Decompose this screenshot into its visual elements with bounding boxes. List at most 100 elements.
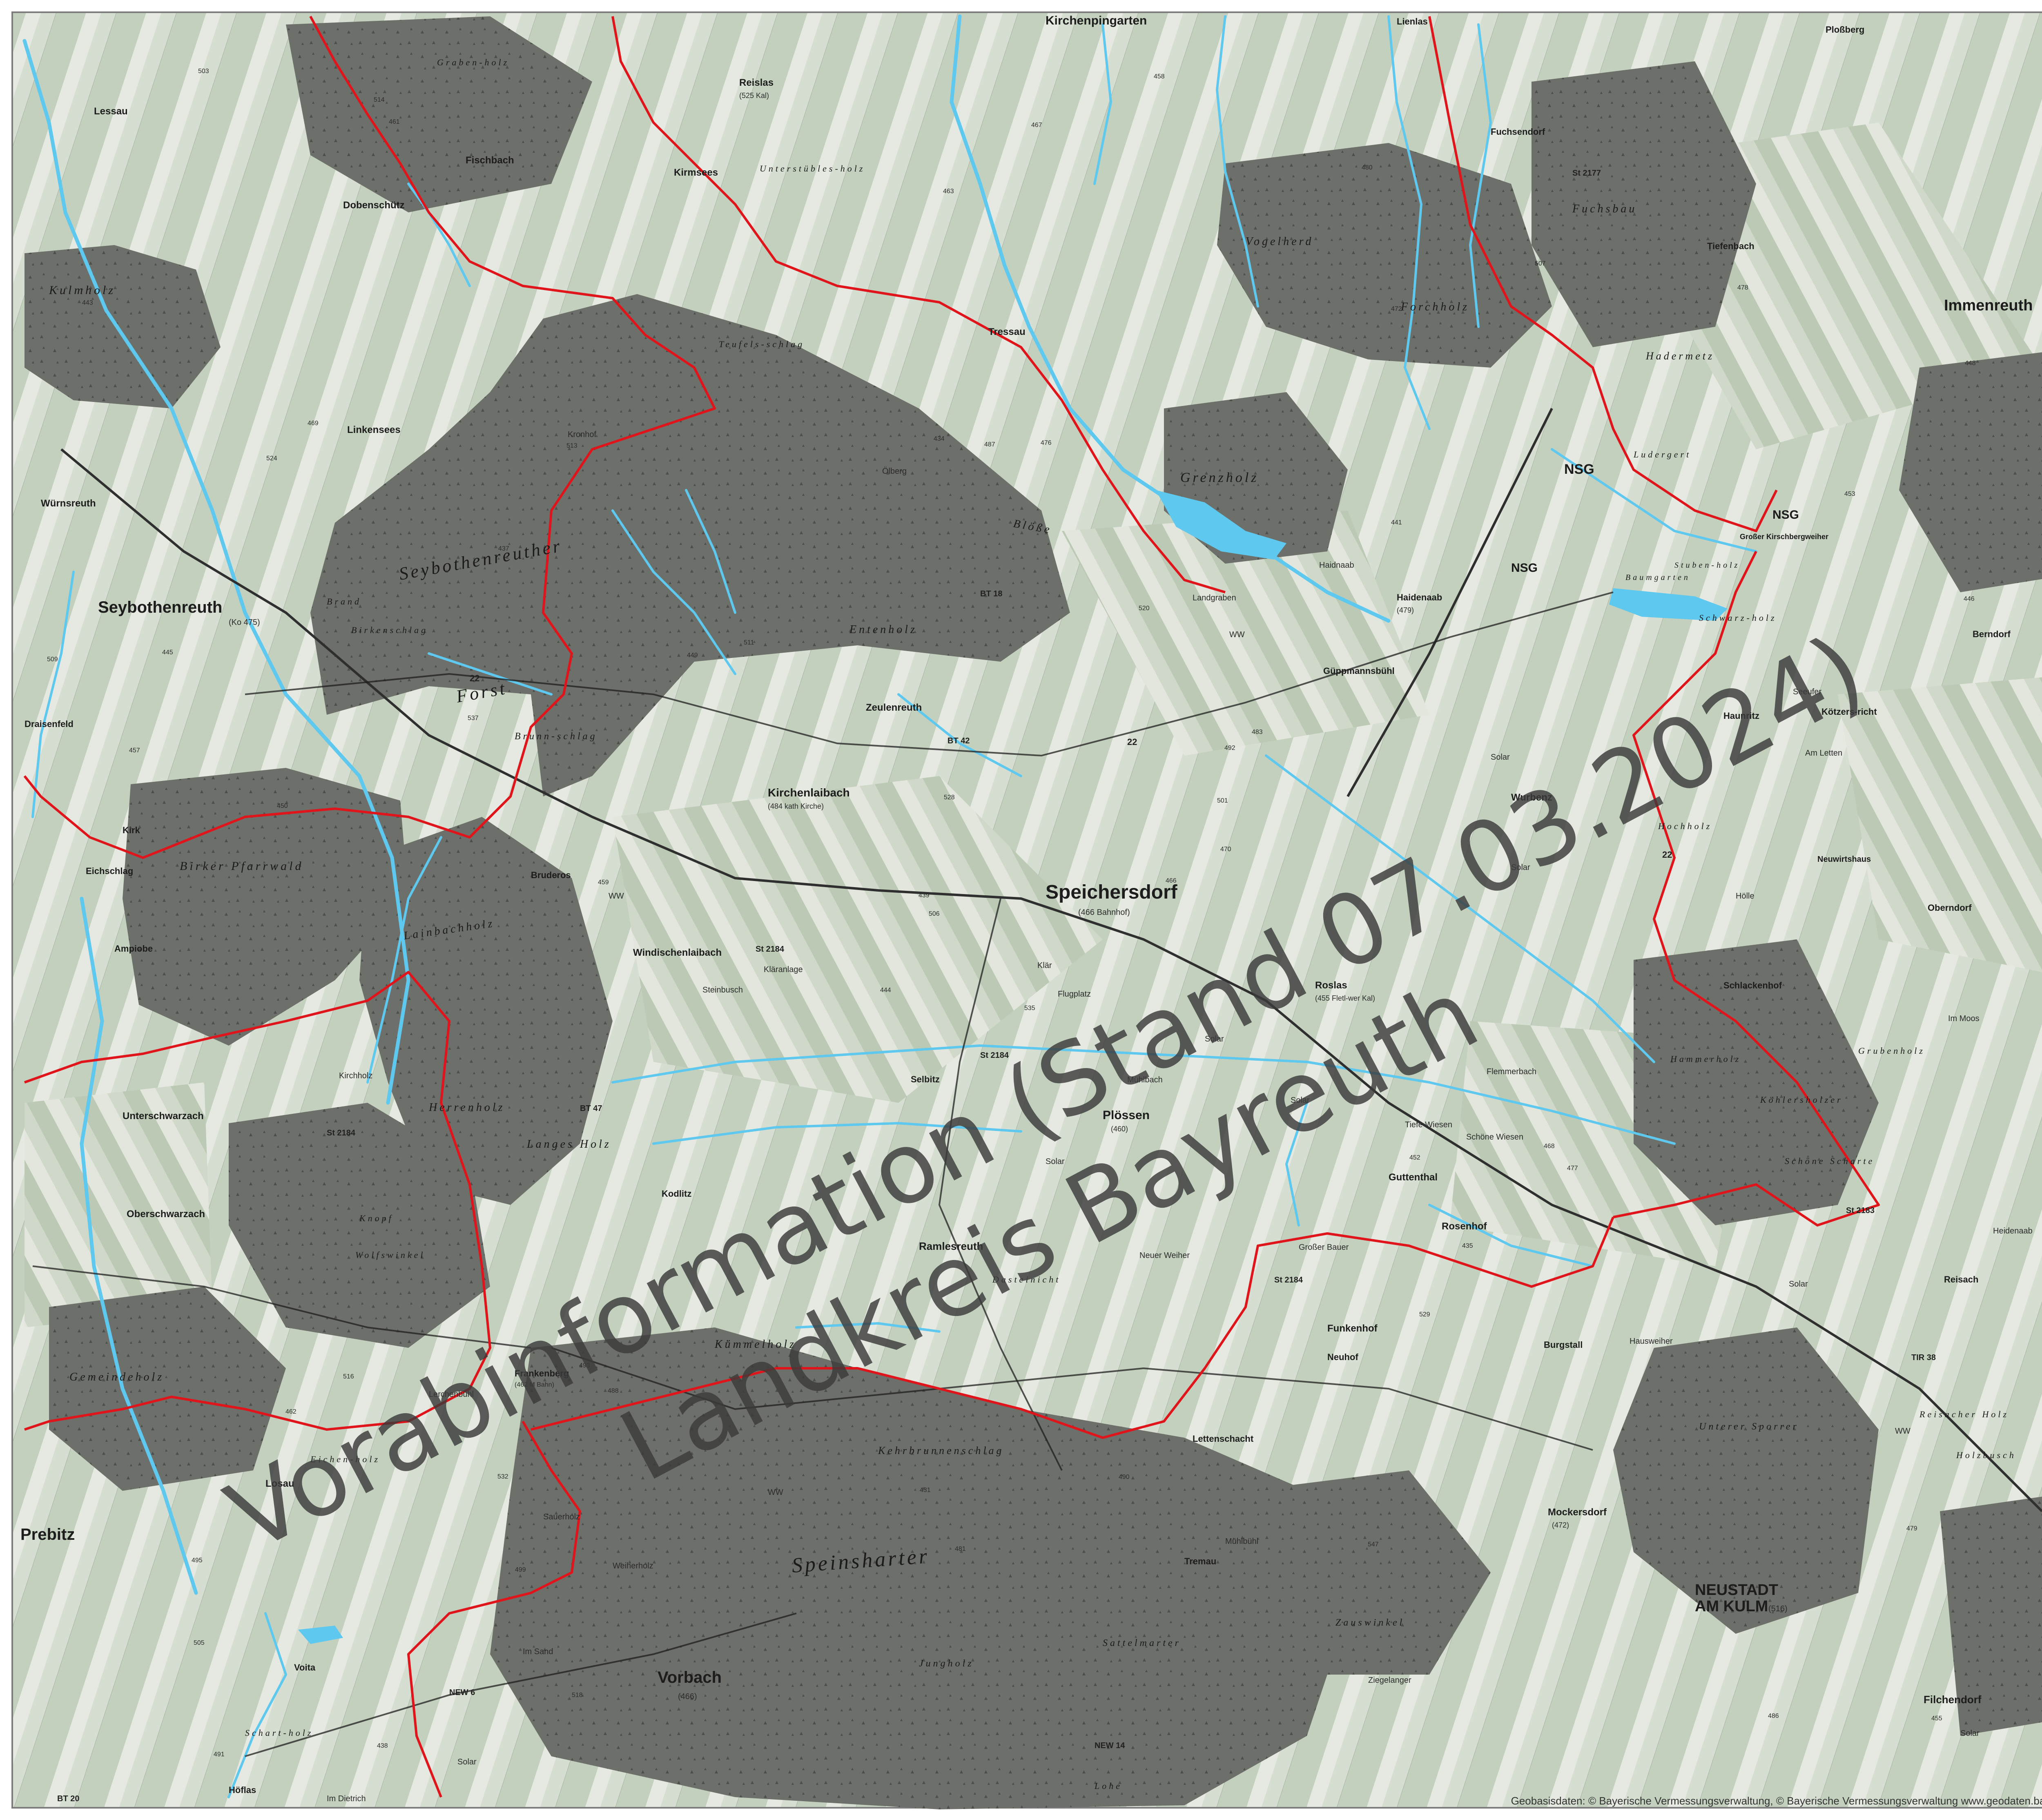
place-label-eichschlag: Eichschlag xyxy=(86,866,133,876)
field-label-25: Haidnaab xyxy=(1319,561,1354,570)
spot-height: 506 xyxy=(929,910,940,917)
stream xyxy=(227,1612,287,1798)
lake-kirschbergweiher xyxy=(1609,588,1728,621)
place-label-zeulenreuth: Zeulenreuth xyxy=(866,702,922,713)
place-label-guppmannsbuhl: Güppmannsbühl xyxy=(1323,666,1395,676)
road-label-st2177: St 2177 xyxy=(1572,169,1601,178)
forest-label-grenzholz: Grenzholz xyxy=(1180,470,1259,485)
forest-label-fuchsbau: Fuchsbau xyxy=(1572,203,1637,215)
forest-east-mid xyxy=(1899,352,2042,592)
place-label-prebitz: Prebitz xyxy=(20,1526,75,1543)
nsg-label-kirschbergweiher: Großer Kirschbergweiher xyxy=(1740,533,1828,541)
place-label-kirmsees: Kirmsees xyxy=(674,167,718,178)
road-label-st2184-a: St 2184 xyxy=(756,945,785,954)
place-elev-reislas: (525 Kal) xyxy=(739,91,769,100)
boundary-segment xyxy=(611,16,1226,593)
place-label-immenreuth: Immenreuth xyxy=(1944,297,2033,314)
field-label-12: WW xyxy=(768,1488,783,1497)
forest-label-unterer-sporrer: Unterer Sporrer xyxy=(1699,1421,1799,1432)
place-label-lessau: Lessau xyxy=(94,106,128,117)
place-label-hollas: Höflas xyxy=(229,1785,256,1795)
spot-height: 445 xyxy=(162,649,173,656)
stream xyxy=(652,1122,1022,1145)
place-label-speichersdorf: Speichersdorf xyxy=(1046,881,1178,903)
forest-unterer-sporrer xyxy=(1613,1327,1879,1634)
spot-height: 444 xyxy=(880,987,891,994)
spot-height: 477 xyxy=(1567,1165,1578,1172)
spot-height: 492 xyxy=(1224,745,1235,752)
forest-label-schone-scharte: Schöne Scharte xyxy=(1785,1156,1875,1166)
place-label-reisach: Reisach xyxy=(1944,1274,1978,1285)
field-label-11: WW xyxy=(1895,1427,1910,1436)
spot-height: 458 xyxy=(1154,73,1165,80)
forest-south-east xyxy=(1940,1497,2042,1736)
place-label-roslas: Roslas xyxy=(1315,980,1347,991)
field-label-29: Sauerholz xyxy=(543,1512,580,1521)
field-label-31: Hausweiher xyxy=(1630,1337,1673,1346)
stream xyxy=(611,1044,1676,1145)
place-label-neustadt-1: NEUSTADT xyxy=(1695,1581,1778,1599)
forest-label-sattelmarter: Sattelmarter xyxy=(1103,1638,1181,1648)
stream xyxy=(897,693,1022,777)
place-label-linkensees: Linkensees xyxy=(347,424,401,435)
stream xyxy=(1428,1204,1594,1267)
spot-height: 509 xyxy=(47,656,58,663)
forest-label-hadermetz: Hadermetz xyxy=(1645,350,1714,362)
district-boundary xyxy=(23,16,1880,1798)
forest-forchholz xyxy=(1217,143,1552,368)
spot-height: 452 xyxy=(1409,1154,1420,1161)
field-label-39: Kronhof xyxy=(568,430,596,439)
field-label-17: Hölle xyxy=(1736,892,1754,901)
place-label-guttenthal: Guttenthal xyxy=(1389,1172,1438,1183)
stream xyxy=(1216,15,1259,308)
place-label-selbitz: Selbitz xyxy=(911,1074,940,1084)
place-label-kirchenlaibach: Kirchenlaibach xyxy=(768,786,850,799)
place-label-kirchenpingarten: Kirchenpingarten xyxy=(1046,14,1147,27)
spot-height: 537 xyxy=(468,715,479,722)
stream xyxy=(611,509,736,675)
forest-label-eichenholz: Eichen-holz xyxy=(310,1454,380,1464)
spot-height: 459 xyxy=(598,879,609,886)
forest-label-zauswinkel: Zauswinkel xyxy=(1335,1617,1404,1628)
forest-label-ludergert: Ludergert xyxy=(1633,449,1691,459)
spot-height: 516 xyxy=(343,1373,354,1380)
field-label-19: Am Letten xyxy=(1805,749,1842,758)
forest-label-kohlerholzer: Köhlersholzer xyxy=(1760,1095,1843,1105)
stream xyxy=(1551,448,1757,553)
spot-height: 507 xyxy=(1535,260,1546,267)
forest-label-kulmholz: Kulmholz xyxy=(49,283,116,297)
road-label-tir38: TIR 38 xyxy=(1911,1353,1936,1362)
spot-height: 453 xyxy=(1844,491,1855,497)
spot-height: 457 xyxy=(129,747,140,754)
spot-height: 476 xyxy=(1041,439,1052,446)
place-label-vorbach: Vorbach xyxy=(658,1668,722,1686)
place-label-ampiobe: Ampiobe xyxy=(114,943,153,954)
spot-height: 472 xyxy=(1391,306,1402,312)
forest-label-kummelholz: Kümmelholz xyxy=(714,1338,796,1351)
field-label-14: Klär xyxy=(1037,961,1052,970)
place-label-rosenhof: Rosenhof xyxy=(1442,1221,1487,1232)
spot-height: 439 xyxy=(918,892,930,899)
spot-height: 483 xyxy=(1252,729,1263,736)
spot-height: 466 xyxy=(1166,877,1177,884)
forest-label-herrenholz: Herrenholz xyxy=(428,1101,505,1114)
field-label-28: Ziegelanger xyxy=(1368,1676,1411,1685)
field-label-34: Kirchholz xyxy=(339,1071,372,1080)
field-label-40: Heidenaab xyxy=(1993,1227,2033,1236)
spot-height: 467 xyxy=(1031,122,1042,129)
place-label-haidenaab: Haidenaab xyxy=(1397,592,1442,602)
place-label-frankenberg: Frankenberg xyxy=(515,1368,569,1378)
place-label-funkenhof: Funkenhof xyxy=(1327,1323,1378,1334)
place-label-voita: Voita xyxy=(294,1662,316,1673)
place-label-dobenschutz: Dobenschütz xyxy=(343,200,405,211)
place-elev-kirchenlaibach: (484 kath Kirche) xyxy=(768,802,824,810)
field-label-27: Seeufer xyxy=(1793,687,1821,696)
stream xyxy=(31,571,75,818)
spot-height: 490 xyxy=(1119,1474,1130,1481)
place-label-burgstall: Burgstall xyxy=(1544,1340,1583,1350)
forest-zauswinkel xyxy=(1246,1470,1491,1675)
spot-height: 513 xyxy=(566,442,577,449)
spot-height: 535 xyxy=(1024,1005,1035,1012)
